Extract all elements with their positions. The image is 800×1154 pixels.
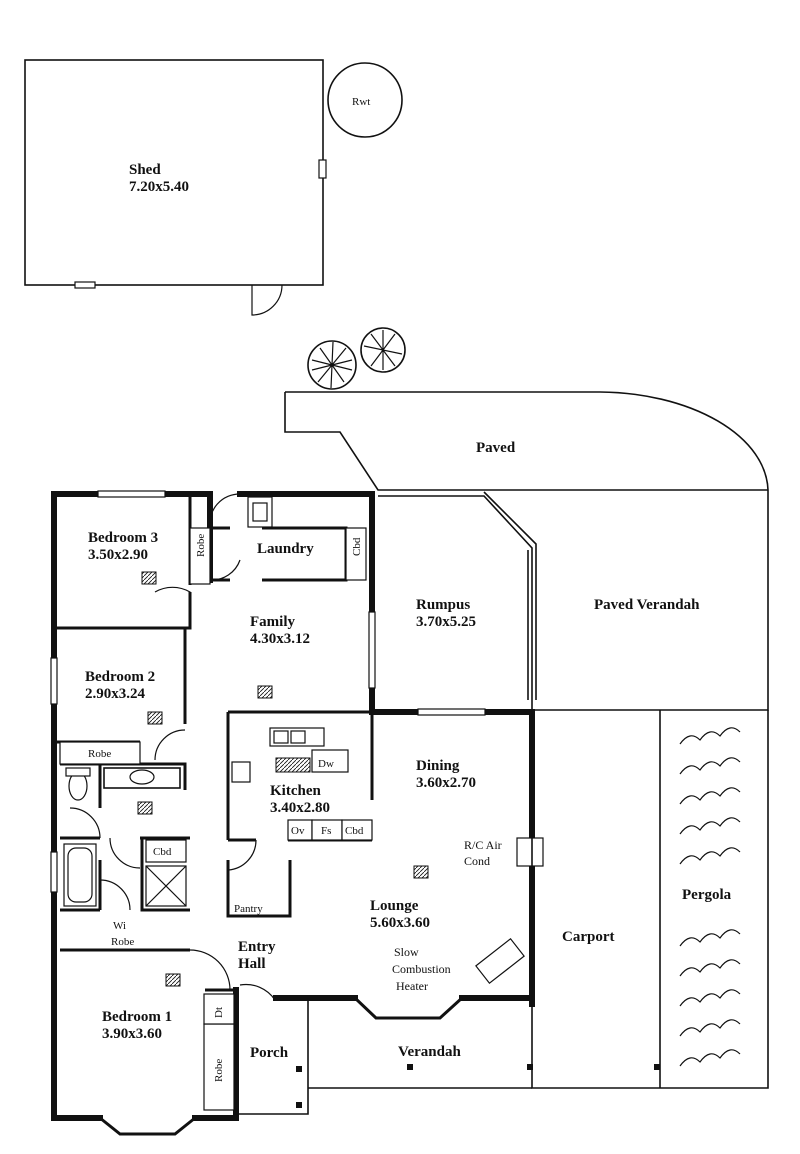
bedroom2-label: Bedroom 2 [85, 669, 155, 685]
porch-label: Porch [250, 1045, 289, 1061]
vent-icon [137, 801, 153, 815]
cbd-label-ensuite: Cbd [153, 846, 172, 858]
windows [50, 490, 486, 893]
basin-icon [129, 769, 155, 785]
vent-icon [165, 973, 181, 987]
fs-label: Fs [321, 825, 331, 837]
pergola-label: Pergola [682, 887, 732, 903]
robe-bedroom1 [203, 1023, 235, 1111]
doors [69, 493, 276, 1001]
lounge-size: 5.60x3.60 [370, 915, 430, 931]
heater-label-2: Combustion [392, 962, 451, 976]
family-size: 4.30x3.12 [250, 631, 310, 647]
entry-label: Entry [238, 939, 276, 955]
heater-label-3: Heater [396, 979, 428, 993]
heater-label-1: Slow [394, 945, 419, 959]
vent-icon [257, 685, 273, 699]
laundry-cupboard [345, 527, 367, 581]
paved-label: Paved [476, 440, 516, 456]
dining-label: Dining [416, 758, 460, 774]
carport-label: Carport [562, 929, 615, 945]
room-labels: Bedroom 3 3.50x2.90 Laundry Family 4.30x… [85, 530, 732, 1061]
robe-label-bedroom1: Robe [213, 1059, 225, 1082]
cbd-label-laundry: Cbd [351, 537, 363, 556]
bedroom2-size: 2.90x3.24 [85, 686, 146, 702]
bedroom1-size: 3.90x3.60 [102, 1026, 162, 1042]
shed: Shed 7.20x5.40 [24, 59, 327, 316]
family-label: Family [250, 614, 295, 630]
heater-icon [475, 937, 525, 985]
fixtures [59, 496, 544, 1111]
pergola-vines [679, 727, 741, 1067]
kitchen-size: 3.40x2.80 [270, 800, 330, 816]
vent-icon [141, 571, 157, 585]
shed-size: 7.20x5.40 [129, 179, 189, 195]
rumpus-size: 3.70x5.25 [416, 614, 476, 630]
shrub-icon [307, 340, 357, 390]
dw-label: Dw [318, 758, 334, 770]
paved-verandah-label: Paved Verandah [594, 597, 700, 613]
bedroom3-label: Bedroom 3 [88, 530, 158, 546]
fixture-labels: Robe Cbd Robe Dw Ov Fs Cbd Cbd Wi Robe D… [88, 534, 502, 1082]
vent-icon [147, 711, 163, 725]
air-cond-label-1: R/C Air [464, 838, 502, 852]
kitchen-cupboard [341, 819, 373, 841]
shrub-icon [360, 327, 406, 373]
laundry-label: Laundry [257, 541, 314, 557]
lounge-label: Lounge [370, 898, 419, 914]
robe-bedroom3 [189, 527, 211, 585]
ov-label: Ov [291, 825, 305, 837]
paved-area: Paved Paved Verandah [284, 391, 769, 711]
rainwater-tank: Rwt [327, 62, 403, 138]
vent-icon [413, 865, 429, 879]
shed-label: Shed [129, 162, 161, 178]
robe-label-bedroom2: Robe [88, 748, 111, 760]
rumpus-label: Rumpus [416, 597, 470, 613]
hall-label: Hall [238, 956, 266, 972]
dining-size: 3.60x2.70 [416, 775, 476, 791]
dt-label: Dt [213, 1007, 225, 1018]
carport [296, 710, 769, 1108]
robe-bedroom2 [59, 741, 141, 765]
kitchen-island [275, 757, 311, 773]
air-cond-label-2: Cond [464, 854, 490, 868]
dt-cupboard [203, 993, 235, 1025]
pantry-label: Pantry [234, 903, 263, 915]
rumpus-room: Rumpus 3.70x5.25 [378, 491, 537, 710]
cooktop-icon [231, 761, 251, 783]
ensuite-cupboard [145, 839, 187, 863]
wi-label: Wi [113, 920, 126, 932]
cbd-label-kitchen: Cbd [345, 825, 364, 837]
air-conditioner-icon [516, 837, 544, 867]
robe-label-bedroom3: Robe [195, 534, 207, 557]
bedroom3-size: 3.50x2.90 [88, 547, 148, 563]
verandah-label: Verandah [398, 1044, 461, 1060]
kitchen-label: Kitchen [270, 783, 321, 799]
rwt-label: Rwt [352, 96, 370, 108]
bedroom1-label: Bedroom 1 [102, 1009, 172, 1025]
robe-label-wi: Robe [111, 936, 134, 948]
dishwasher [311, 749, 349, 773]
